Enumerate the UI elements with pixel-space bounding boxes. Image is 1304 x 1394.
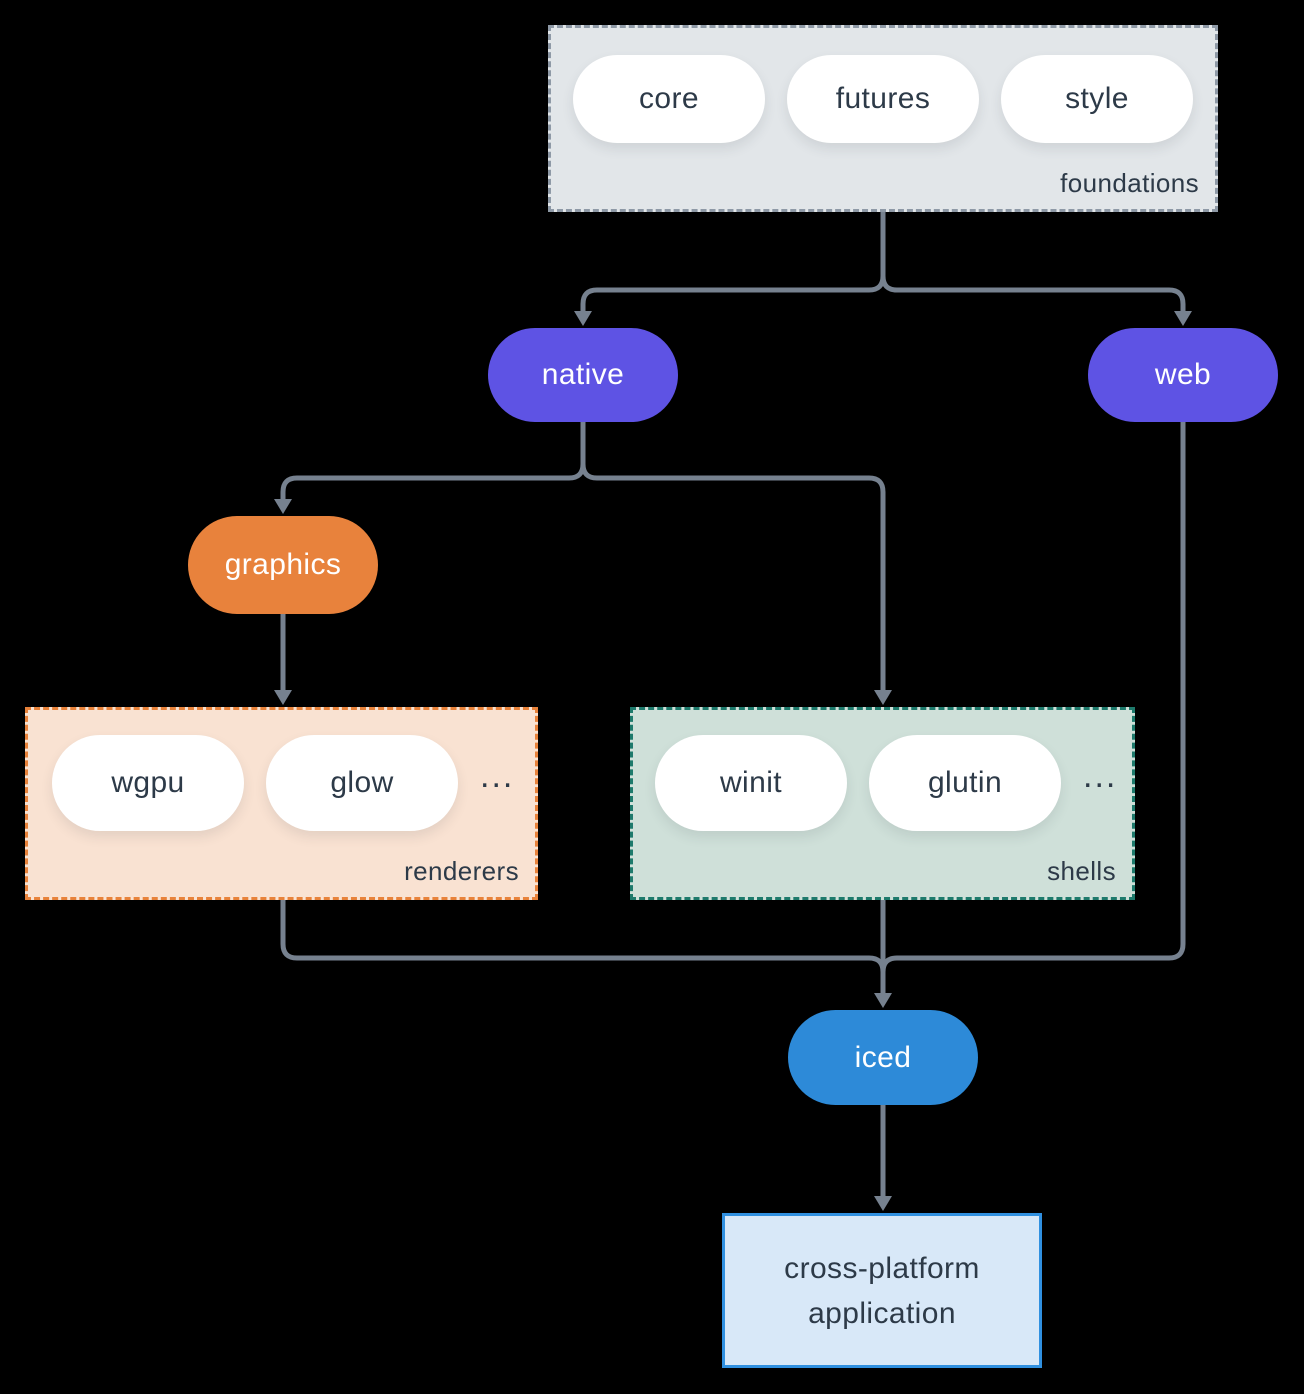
node-native: native <box>488 328 678 422</box>
node-web-label: web <box>1154 358 1212 391</box>
node-iced: iced <box>788 1010 978 1105</box>
crate-glutin: glutin <box>869 735 1061 831</box>
connector-foundations-to-native <box>580 209 886 315</box>
renderers-ellipsis: ... <box>480 756 515 795</box>
foundations-group-label: foundations <box>1060 168 1199 198</box>
arrowhead-iced <box>874 993 892 1008</box>
crate-winit: winit <box>655 735 847 831</box>
arrowhead-web <box>1174 311 1192 326</box>
node-graphics-label: graphics <box>224 548 342 581</box>
application-label-line1: cross-platform <box>784 1251 980 1285</box>
arrowhead-shells <box>874 690 892 705</box>
arrowhead-graphics <box>274 499 292 514</box>
node-graphics: graphics <box>188 516 378 614</box>
arrowhead-native <box>574 311 592 326</box>
crate-futures: futures <box>787 55 979 143</box>
crate-winit-label: winit <box>719 766 782 799</box>
crate-core: core <box>573 55 765 143</box>
renderers-group: wgpu glow ... renderers <box>25 707 538 900</box>
shells-group-label: shells <box>1047 856 1116 886</box>
connector-foundations-to-web <box>880 273 1186 315</box>
connector-renderers-to-iced <box>280 897 886 975</box>
crate-style: style <box>1001 55 1193 143</box>
crate-core-label: core <box>639 82 699 115</box>
crate-wgpu-label: wgpu <box>111 766 185 799</box>
application-box: cross-platform application <box>722 1213 1042 1368</box>
shells-group: winit glutin ... shells <box>630 707 1135 900</box>
crate-futures-label: futures <box>835 82 931 115</box>
application-label-line2: application <box>808 1296 956 1330</box>
connector-native-to-shells <box>580 461 886 694</box>
foundations-group: core futures style foundations <box>548 25 1218 212</box>
crate-glutin-label: glutin <box>927 766 1003 799</box>
crate-wgpu: wgpu <box>52 735 244 831</box>
crate-glow: glow <box>266 735 458 831</box>
shells-ellipsis: ... <box>1083 756 1118 795</box>
arrowhead-renderers <box>274 690 292 705</box>
connector-native-to-graphics <box>280 419 586 503</box>
renderers-pill-row: wgpu glow ... <box>28 710 535 831</box>
crate-style-label: style <box>1065 82 1129 115</box>
shells-pill-row: winit glutin ... <box>633 710 1132 831</box>
arrowhead-application <box>874 1196 892 1211</box>
crate-glow-label: glow <box>330 766 394 799</box>
node-iced-label: iced <box>854 1040 912 1074</box>
renderers-group-label: renderers <box>404 856 519 886</box>
node-web: web <box>1088 328 1278 422</box>
node-native-label: native <box>541 358 625 391</box>
foundations-pill-row: core futures style <box>551 28 1215 143</box>
